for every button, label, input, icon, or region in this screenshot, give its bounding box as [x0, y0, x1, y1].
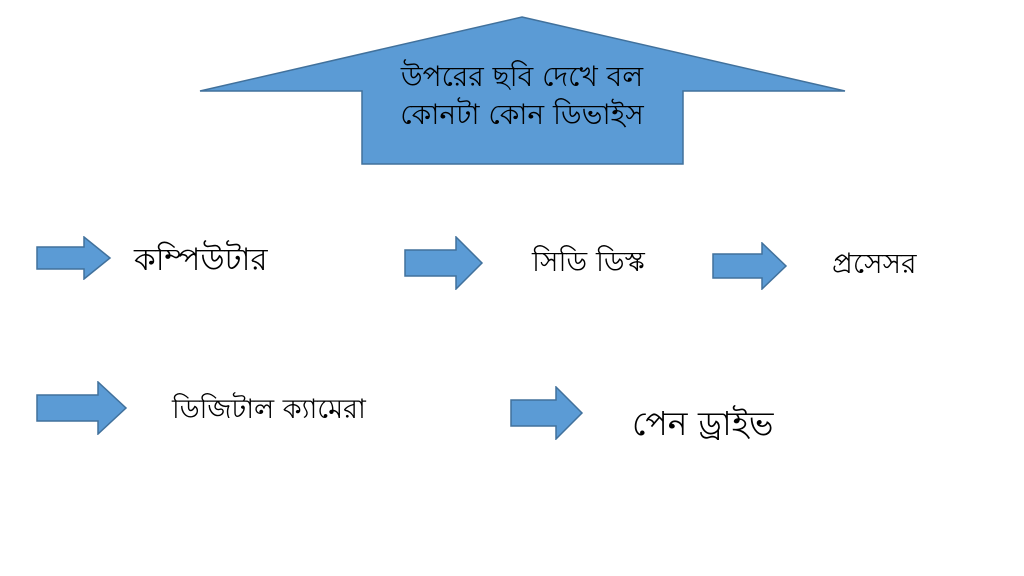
up-arrow-banner-shape [199, 16, 846, 165]
item-processor-label: প্রসেসর [832, 247, 917, 280]
right-arrow-icon [404, 236, 484, 290]
banner-line-1: উপরের ছবি দেখে বল [400, 60, 644, 93]
up-arrow-shape [199, 16, 846, 165]
banner-line-2: কোনটা কোন ডিভাইস [400, 98, 644, 131]
item-cd-disk-label: সিডি ডিস্ক [532, 245, 645, 278]
right-arrow-icon [36, 236, 112, 280]
right-arrow-icon [36, 381, 128, 435]
banner-instruction: উপরের ছবি দেখে বল কোনটা কোন ডিভাইস [362, 58, 682, 134]
item-computer-label: কম্পিউটার [134, 242, 268, 278]
item-digital-camera-label: ডিজিটাল ক্যামেরা [172, 394, 366, 425]
item-pen-drive-label: পেন ড্রাইভ [632, 404, 774, 443]
right-arrow-icon [510, 386, 584, 440]
right-arrow-icon [712, 242, 788, 290]
